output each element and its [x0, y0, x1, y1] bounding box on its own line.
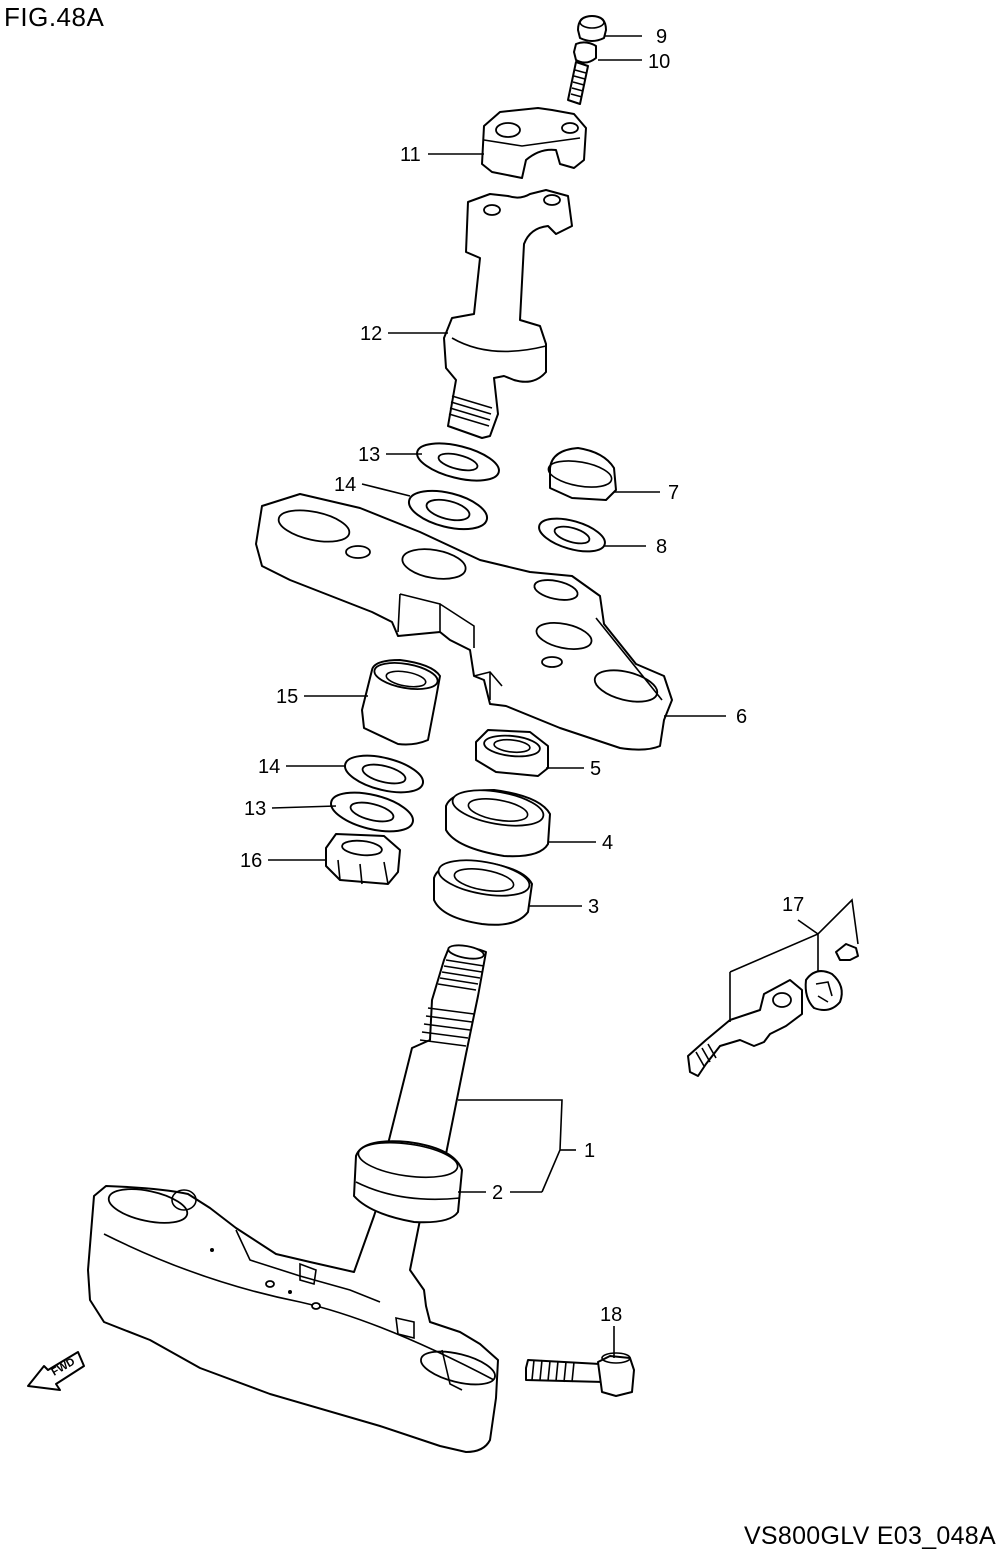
callout-4: 4 [602, 832, 613, 854]
callout-12: 12 [360, 323, 382, 345]
bolt-icon [567, 41, 597, 105]
figure-title: FIG.48A [4, 2, 105, 32]
steering-stem-icon [87, 944, 499, 1453]
washer-icon [407, 489, 489, 531]
callout-labels: 9 10 11 12 13 14 7 8 6 15 14 5 13 4 16 3… [240, 26, 804, 1326]
callout-9: 9 [656, 26, 667, 48]
nut-icon [325, 833, 401, 885]
washer-icon [343, 754, 425, 794]
callout-1: 1 [584, 1140, 595, 1162]
callout-16: 16 [240, 850, 262, 872]
callout-17: 17 [782, 894, 804, 916]
washer-icon [538, 517, 606, 553]
callout-8: 8 [656, 536, 667, 558]
cap-icon [577, 15, 607, 42]
steering-lock-icon [687, 943, 859, 1077]
callout-14-upper: 14 [334, 474, 356, 496]
bearing-race-icon [445, 789, 551, 858]
callout-15: 15 [276, 686, 298, 708]
callout-18: 18 [600, 1304, 622, 1326]
callout-13-lower: 13 [244, 798, 266, 820]
callout-10: 10 [648, 51, 670, 73]
callout-3: 3 [588, 896, 599, 918]
handlebar-clamp-icon [481, 107, 587, 179]
bearing-icon [433, 859, 533, 926]
figure-code: VS800GLV E03_048A [743, 1522, 996, 1550]
callout-14-lower: 14 [258, 756, 280, 778]
callout-2: 2 [492, 1182, 503, 1204]
callout-6: 6 [736, 706, 747, 728]
stem-nut-icon [475, 729, 549, 777]
washer-icon [330, 791, 414, 833]
callout-11: 11 [400, 144, 421, 166]
dust-seal-icon [353, 1140, 463, 1224]
washer-icon [416, 442, 500, 482]
handlebar-holder-icon [443, 189, 573, 439]
callout-5: 5 [590, 758, 601, 780]
cap-nut-icon [547, 447, 617, 501]
bolt-icon [525, 1352, 635, 1397]
cushion-icon [361, 659, 441, 746]
upper-bracket-icon [255, 493, 673, 751]
callout-13-upper: 13 [358, 444, 380, 466]
callout-7: 7 [668, 482, 679, 504]
fwd-arrow-icon: FWD [27, 1351, 85, 1391]
leader-lines [268, 35, 726, 1358]
